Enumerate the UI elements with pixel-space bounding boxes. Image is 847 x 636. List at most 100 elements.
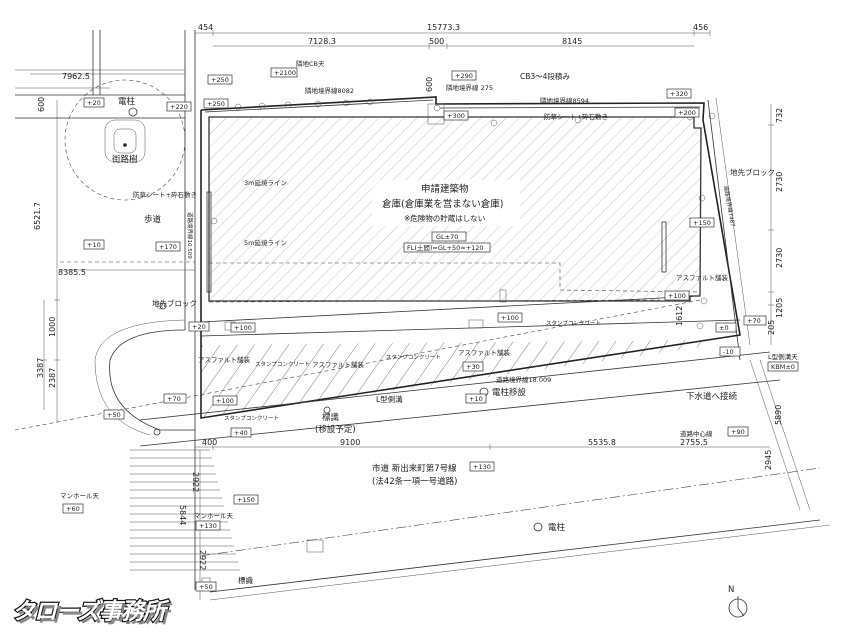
label-weedproof-left: 防草シート+砕石敷き [133, 190, 197, 199]
dim-left-1000: 1000 [48, 317, 57, 337]
level-box: +150 [693, 219, 711, 227]
label-asphalt-c: アスファルト舗装 [198, 355, 251, 364]
label-asphalt-b: アスファルト舗装 [312, 360, 365, 369]
dim-right-2730b: 2730 [775, 248, 784, 268]
level-box: ±0 [719, 324, 729, 332]
dim-road-2922a: 2922 [191, 472, 200, 492]
level-box: +200 [678, 109, 696, 117]
dim-right-732: 732 [775, 108, 784, 123]
dim-second-left: 7128.3 [308, 37, 336, 46]
label-stamp-concrete-d: スタンプコンクリート [224, 414, 279, 422]
label-neighbor-line-275: 隣地境界線 275 [446, 83, 493, 92]
label-north: N [728, 585, 734, 595]
dim-second-mid: 500 [429, 37, 444, 46]
dim-right-2730a: 2730 [775, 172, 784, 192]
dim-left-600: 600 [37, 97, 46, 112]
label-weedproof-top: 防草シート+砕石敷き [544, 112, 608, 121]
level-box: +40 [234, 429, 248, 437]
dim-second-right: 8145 [562, 37, 582, 46]
dim-right-1205: 1205 [775, 298, 784, 318]
dim-right-600: 600 [425, 77, 434, 92]
building-info: 申請建築物 倉庫(倉庫業を営まない倉庫) ※危険物の貯蔵はしない GL±70 F… [372, 180, 520, 253]
dim-road-5844: 5844 [178, 505, 187, 525]
building-use: 倉庫(倉庫業を営まない倉庫) [382, 198, 503, 210]
level-box: +290 [455, 72, 473, 80]
dim-left-main: 6521.7 [33, 202, 42, 230]
label-l-gutter: L型側溝 [376, 394, 403, 404]
building-title: 申請建築物 [421, 183, 469, 195]
level-box: +70 [167, 395, 181, 403]
office-logo: タローズ事務所 [11, 598, 167, 626]
label-manhole-left: マンホール天 [60, 492, 100, 500]
label-street-name: 市道 新出来町第7号線 [372, 463, 457, 474]
level-box: +2100 [274, 69, 296, 77]
level-box: +20 [87, 99, 101, 107]
level-markers: +250 +2100 +290 +320 +20 +220 +250 +300 … [62, 67, 767, 592]
level-box: +50 [107, 411, 121, 419]
label-garden-block-right: 地先ブロック [730, 167, 775, 177]
level-box: +100 [668, 292, 686, 300]
level-box: +320 [670, 90, 688, 98]
tree-canopy [64, 79, 186, 201]
label-stamp-concrete-a: スタンプコンクリート [546, 319, 601, 327]
level-box: +90 [731, 428, 745, 436]
dim-left-2387: 2387 [48, 368, 57, 388]
level-box: +30 [466, 363, 480, 371]
annotations: 電柱 街路樹 隣地CB天 隣地境界線8082 隣地境界線 275 CB3～4段積… [60, 59, 799, 595]
dim-right-5890: 5890 [774, 405, 783, 425]
level-box: +50 [199, 583, 213, 591]
dim-bottom-400: 400 [202, 438, 217, 447]
label-sign-bottom: 標識 [238, 575, 253, 585]
level-box: -10 [723, 348, 734, 356]
building-gl: GL±70 [436, 233, 458, 241]
label-sign-left: 標識 [322, 412, 340, 423]
building-fl: FL(土間)=GL+50=+120 [407, 243, 484, 252]
level-box: +70 [747, 317, 761, 325]
label-ext-3m: 3m延焼ライン [244, 178, 287, 187]
label-garden-block-left: 地先ブロック [152, 298, 197, 308]
label-neighbor-line-8082: 隣地境界線8082 [305, 86, 354, 95]
dim-road-2922b: 2922 [198, 550, 207, 570]
dim-top-right: 456 [693, 23, 708, 32]
dimension-texts: 454 15773.3 456 7128.3 500 8145 7962.5 6… [33, 23, 784, 570]
level-box: +100 [501, 314, 519, 322]
level-box: +250 [211, 76, 229, 84]
label-asphalt-a: アスファルト舗装 [458, 348, 511, 357]
level-box: +10 [469, 395, 483, 403]
dim-left-3387: 3387 [36, 358, 45, 378]
level-box: +130 [473, 463, 491, 471]
level-box: +300 [447, 112, 465, 120]
utility-pole-icon [128, 107, 138, 117]
label-stamp-concrete-b: スタンプコンクリート [386, 353, 441, 361]
level-box: +100 [216, 397, 234, 405]
building-note: ※危険物の貯蔵はしない [404, 213, 485, 223]
level-box: +250 [207, 100, 225, 108]
dim-left-top: 7962.5 [62, 72, 90, 81]
site-linework [14, 30, 831, 618]
level-box: +150 [237, 496, 255, 504]
dim-right-2945: 2945 [764, 450, 773, 470]
label-road-center: 道路中心線 [680, 429, 713, 438]
label-neighbor-cb: 隣地CB天 [296, 59, 325, 68]
dimension-lines [30, 30, 774, 600]
label-stamp-concrete-c: スタンプコンクリート [255, 360, 310, 368]
dim-bottom-5535: 5535.8 [588, 438, 616, 447]
label-sewer: 下水道へ接続 [686, 391, 738, 402]
label-sidewalk: 歩道 [144, 214, 162, 225]
label-neighbor-line-8594: 隣地境界線8594 [540, 96, 589, 105]
label-street-tree: 街路樹 [112, 154, 138, 165]
dim-left-8385: 8385.5 [58, 268, 86, 277]
level-box: +130 [199, 522, 217, 530]
label-road-boundary-left: 道路境界線10.509 [186, 212, 194, 259]
label-cb-blocks: CB3～4段積み [520, 71, 570, 81]
dim-top-left: 454 [198, 23, 213, 32]
level-box: +60 [66, 505, 80, 513]
dim-bottom-9100: 9100 [340, 438, 360, 447]
site-boundary [200, 96, 741, 419]
dim-top-total: 15773.3 [427, 23, 460, 32]
label-sign-planned: (移設予定) [315, 424, 356, 435]
level-box: +220 [170, 103, 188, 111]
level-box: +10 [87, 241, 101, 249]
dim-right-205: 205 [767, 320, 776, 335]
